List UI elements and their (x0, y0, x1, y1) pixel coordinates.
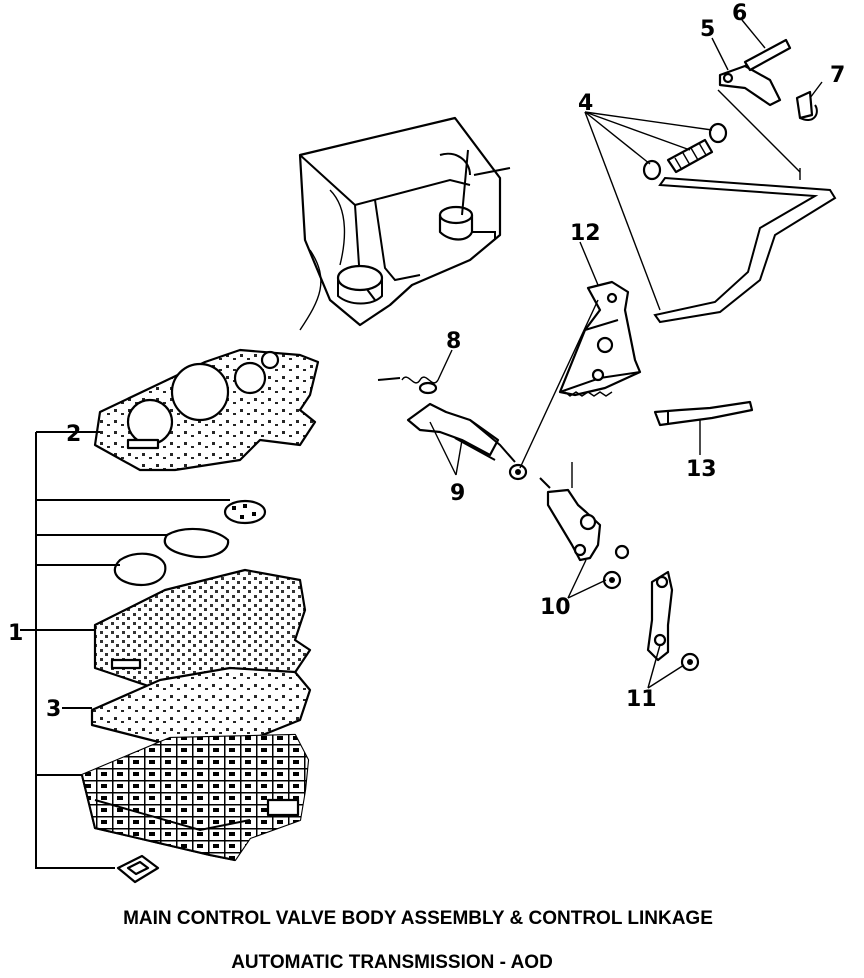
diagram-caption: MAIN CONTROL VALVE BODY ASSEMBLY & CONTR… (123, 908, 713, 973)
spring-and-washers-4 (642, 122, 728, 181)
assembly-bracket-leaders (20, 431, 230, 869)
separator-plate-main (93, 568, 312, 702)
callout-7: 7 (830, 63, 845, 88)
transmission-case (298, 116, 511, 331)
callout-10: 10 (540, 595, 571, 620)
callout-4: 4 (578, 91, 593, 116)
callout-12: 12 (570, 221, 601, 246)
callout-13: 13 (686, 457, 717, 482)
clip-7 (795, 90, 818, 121)
check-ball-plates (113, 499, 267, 587)
manual-lever-12 (558, 280, 642, 397)
callout-3: 3 (46, 697, 61, 722)
gasket-small (116, 854, 160, 884)
caption-line-2: AUTOMATIC TRANSMISSION - AOD (231, 952, 553, 973)
pin-and-lever-10 (539, 477, 630, 590)
pin-6 (743, 38, 792, 72)
callout-6: 6 (732, 1, 747, 26)
callout-5: 5 (700, 17, 715, 42)
callout-8: 8 (446, 329, 461, 354)
manual-shaft-9 (406, 402, 528, 481)
spring-8 (377, 376, 439, 395)
kickdown-rod (653, 176, 837, 324)
callout-2: 2 (66, 422, 81, 447)
link-11 (646, 570, 700, 672)
bracket-13 (653, 400, 754, 427)
caption-line-1: MAIN CONTROL VALVE BODY ASSEMBLY & CONTR… (123, 908, 713, 929)
callout-1: 1 (8, 621, 23, 646)
callout-11: 11 (626, 687, 657, 712)
separator-plate-gasket-upper (93, 348, 320, 472)
valve-body-casting (80, 733, 310, 862)
separator-plate-gasket-lower (90, 666, 312, 752)
callout-labels: 1 2 3 4 5 6 7 8 9 10 11 12 13 (8, 1, 845, 722)
callout-leaders (429, 19, 823, 689)
callout-9: 9 (450, 481, 465, 506)
